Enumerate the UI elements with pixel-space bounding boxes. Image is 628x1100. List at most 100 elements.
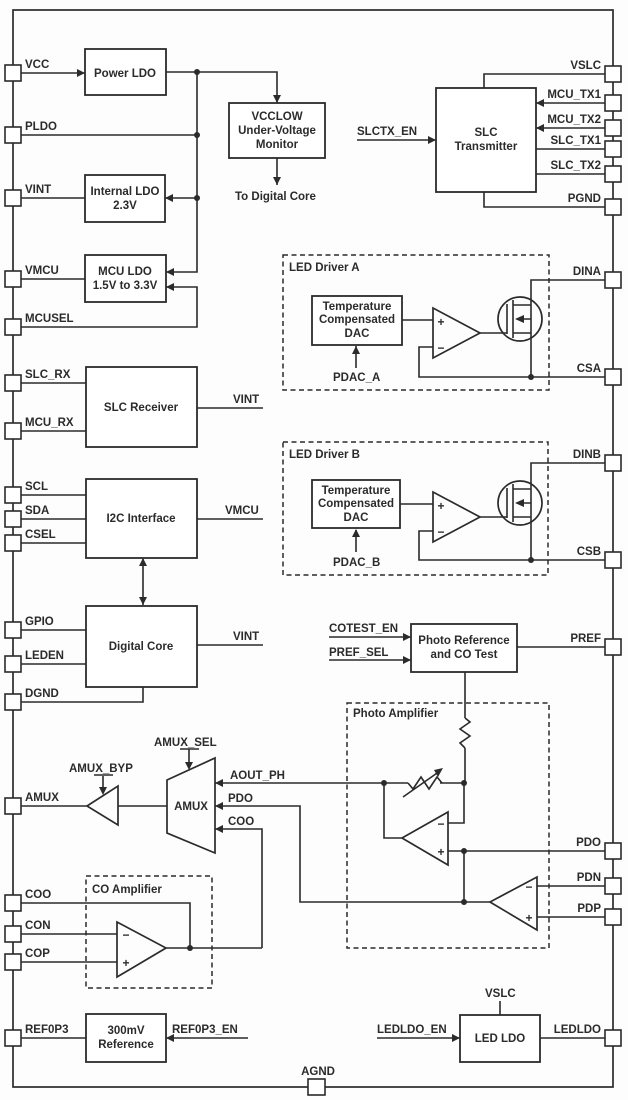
signal-label-cotest-en: COTEST_EN: [329, 623, 398, 635]
block-label-uv-monitor-1: VCCLOW: [251, 111, 302, 123]
wires: [21, 71, 605, 1039]
arrow-uv-monitor-in: [273, 95, 281, 103]
pin-label-pdn: PDN: [577, 872, 601, 884]
pin-label-agnd: AGND: [301, 1066, 335, 1078]
block-label-mcu-ldo-1: MCU LDO: [98, 266, 152, 278]
digital-core-block: [85, 605, 198, 688]
block-label-i2c-interface: I2C Interface: [106, 513, 175, 525]
slc-transmitter-block: [435, 87, 537, 193]
pin-label-mcu-tx2: MCU_TX2: [547, 114, 601, 126]
block-label-power-ldo: Power LDO: [94, 68, 156, 80]
pin-vslc: [604, 65, 622, 83]
pin-label-pgnd: PGND: [568, 193, 601, 205]
wires-bottom: [21, 1001, 605, 1039]
photo-reference-block: [410, 623, 518, 673]
pin-pldo: [4, 126, 22, 144]
pin-label-vslc: VSLC: [570, 60, 601, 72]
pin-cop: [4, 953, 22, 971]
signal-label-vmcu-i2c: VMCU: [225, 505, 259, 517]
amux-bypass-buffer-icon: [85, 784, 119, 827]
arrow-pdac-b: [352, 529, 360, 537]
block-label-amux: AMUX: [174, 801, 208, 813]
signal-label-pdac-a: PDAC_A: [333, 372, 380, 384]
pin-label-mcu-tx1: MCU_TX1: [547, 89, 601, 101]
signal-label-aout-ph: AOUT_PH: [230, 770, 285, 782]
block-labels: Power LDO VCCLOW Under-Voltage Monitor I…: [90, 68, 525, 1051]
junction-dot: [461, 780, 467, 786]
signal-label-pref-sel: PREF_SEL: [329, 647, 388, 659]
block-label-dac-b-1: Temperature: [322, 485, 391, 497]
pin-vmcu: [4, 270, 22, 288]
opamp-photo-plus: +: [437, 845, 444, 859]
pin-sda: [4, 510, 22, 528]
pin-label-vmcu: VMCU: [25, 265, 59, 277]
signal-label-ref0p3-en: REF0P3_EN: [172, 1024, 238, 1036]
co-amplifier-box: [85, 875, 213, 989]
opamp-signs: + − + − − + − + − +: [122, 315, 532, 970]
opamp-pd-icon: [488, 875, 538, 932]
pin-label-amux: AMUX: [25, 792, 59, 804]
signal-label-coo-mux: COO: [228, 816, 254, 828]
pin-label-ledldo: LEDLDO: [554, 1024, 601, 1036]
arrow-vcc: [77, 69, 85, 77]
arrow-ledldo-en: [452, 1034, 460, 1042]
led-driver-b-box: [282, 441, 549, 576]
arrow-mcu-ldo-top: [166, 268, 174, 276]
dac-b-block: [311, 479, 401, 529]
junction-dot: [528, 374, 534, 380]
signal-label-vint-core: VINT: [233, 631, 259, 643]
pin-pdp: [604, 908, 622, 926]
wires-left-blocks: [21, 382, 263, 703]
group-label-co-amplifier: CO Amplifier: [92, 884, 162, 896]
block-label-300mv-2: Reference: [98, 1039, 154, 1051]
pin-dina: [604, 271, 622, 289]
block-label-dac-b-3: DAC: [344, 512, 369, 524]
opamp-photo-icon: [400, 810, 449, 867]
pin-gpio: [4, 621, 22, 639]
pin-label-vcc: VCC: [25, 59, 49, 71]
mosfet-a-circle: [497, 296, 543, 342]
junction-dot: [381, 780, 387, 786]
opamp-co-minus: −: [122, 928, 129, 942]
block-label-dac-a-3: DAC: [345, 328, 370, 340]
signal-label-amux-byp: AMUX_BYP: [69, 763, 133, 775]
mosfet-a-arrowhead: [515, 315, 524, 323]
opamp-led-a-icon: [432, 306, 482, 360]
pin-mcusel: [4, 318, 22, 336]
junction-dot: [194, 132, 200, 138]
pin-label-csb: CSB: [577, 546, 601, 558]
mosfet-a-icon: [497, 296, 543, 342]
pin-vint: [4, 189, 22, 207]
pin-dinb: [604, 454, 622, 472]
block-label-dac-a-1: Temperature: [323, 301, 392, 313]
block-label-slc-transmitter-2: Transmitter: [455, 141, 518, 153]
mosfet-b-arrowhead: [515, 499, 524, 507]
pin-ledldo: [604, 1029, 622, 1047]
block-label-photo-reference-2: and CO Test: [431, 649, 498, 661]
arrow-pdo-mux: [215, 802, 223, 810]
pin-mcu-tx2: [604, 119, 622, 137]
resistor-icon: [458, 717, 472, 749]
i2c-interface-block: [85, 478, 198, 559]
arrow-amux-byp: [99, 787, 107, 795]
opamp-led-b-plus: +: [437, 499, 444, 513]
block-label-dac-a-2: Compensated: [319, 314, 395, 326]
resistors: [402, 717, 472, 798]
led-ldo-block: [459, 1014, 541, 1063]
pin-slc-tx1: [604, 140, 622, 158]
pins: [4, 64, 622, 1096]
pin-label-pdo: PDO: [576, 837, 601, 849]
opamp-co-icon: [116, 920, 168, 979]
group-label-photo-amplifier: Photo Amplifier: [353, 708, 439, 720]
pin-label-slc-tx1: SLC_TX1: [551, 135, 602, 147]
arrow-amux-sel: [185, 762, 193, 770]
pin-mcu-tx1: [604, 94, 622, 112]
pin-label-mcusel: MCUSEL: [25, 313, 74, 325]
arrow-mcu-tx1: [536, 99, 544, 107]
wires-power-section: [21, 71, 278, 328]
block-label-internal-ldo-1: Internal LDO: [90, 186, 159, 198]
right-pin-labels: VSLC MCU_TX1 MCU_TX2 SLC_TX1 SLC_TX2 PGN…: [301, 60, 602, 1078]
arrow-ref0p3-en: [166, 1034, 174, 1042]
